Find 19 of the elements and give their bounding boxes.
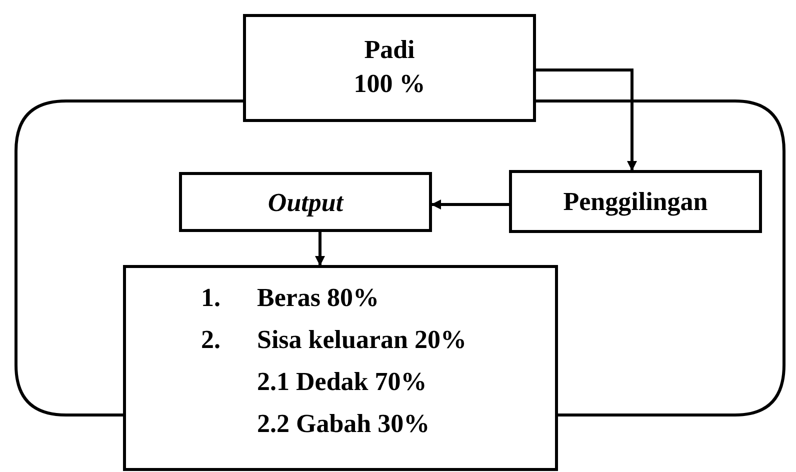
- node-text: Penggilingan: [562, 187, 709, 217]
- node-text: 100 %: [352, 69, 426, 99]
- connector-line: [14, 100, 243, 416]
- connector-line: [536, 100, 786, 416]
- node-text: Output: [266, 188, 345, 218]
- node-text: 2.1 Dedak 70%: [257, 367, 427, 397]
- process-box: [123, 265, 558, 471]
- node-text: 2.: [201, 325, 220, 355]
- process-box: [179, 172, 432, 232]
- node-text: Beras 80%: [257, 283, 380, 313]
- arrow: [536, 68, 637, 171]
- node-text: Sisa keluaran 20%: [257, 325, 466, 355]
- process-box: [509, 170, 762, 233]
- arrow: [315, 232, 325, 266]
- node-text: 1.: [201, 283, 220, 313]
- arrow: [431, 200, 509, 210]
- node-text: Padi: [363, 35, 416, 65]
- node-text: 2.2 Gabah 30%: [257, 409, 430, 439]
- process-box: [243, 14, 536, 122]
